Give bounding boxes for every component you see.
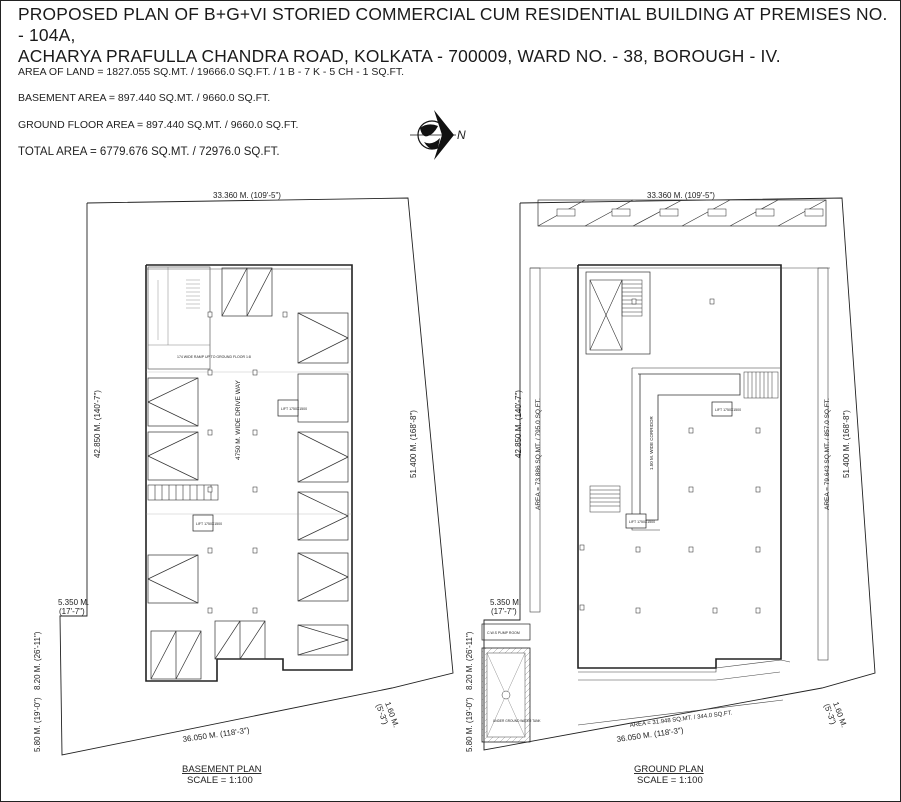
ground-dim-left: 42.850 M. (140'-7")	[514, 390, 523, 458]
basement-dim-left: 42.850 M. (140'-7")	[93, 390, 102, 458]
ground-shop-strip	[537, 199, 827, 227]
ground-corridor-label: 1.50 M. WIDE CORRIDOR	[649, 415, 654, 470]
ground-dim-step-2: (17'-7")	[491, 607, 517, 616]
basement-dim-right: 51.400 M. (168'-8")	[409, 410, 418, 478]
ground-plan-caption: GROUND PLAN	[634, 764, 704, 775]
ground-building-outline	[577, 264, 782, 669]
ground-area-right: AREA = 79.643 SQ.MT. / 857.0 SQ.FT.	[824, 398, 831, 510]
ground-dim-bottom: 36.050 M. (118'-3")	[616, 726, 684, 744]
ground-tank-label: UNDER GROUND WATER TANK	[493, 719, 541, 723]
north-letter: N	[457, 128, 466, 142]
basement-dim-step-2: (17'-7")	[59, 607, 85, 616]
ground-dim-left-lower: 8.20 M. (26'-11")	[465, 631, 474, 690]
ground-lift-2	[625, 513, 647, 529]
ground-left-strip	[529, 267, 541, 613]
ground-bottom-area	[577, 699, 784, 726]
ground-lift-shaft	[589, 279, 623, 351]
basement-building-outline	[145, 264, 353, 682]
ground-lift-2-label: LIFT 1750X1500	[629, 520, 655, 524]
ground-lift-1-label: LIFT 1750X1500	[715, 408, 741, 412]
area-of-land: AREA OF LAND = 1827.055 SQ.MT. / 19666.0…	[18, 66, 405, 78]
ground-plan: 1.50 M. WIDE CORRIDOR LIFT 1750X1500 LIF…	[465, 191, 876, 786]
ground-dim-step-1: 5.350 M.	[490, 598, 521, 607]
basement-lift-2	[192, 514, 214, 532]
ground-area-left: AREA = 73.886 SQ.MT. / 795.0 SQ.FT.	[535, 398, 542, 510]
ground-stair-2	[743, 371, 779, 399]
basement-parking-left	[147, 377, 199, 604]
ground-dim-top: 33.360 M. (109'-5")	[647, 191, 715, 200]
ground-plot-boundary	[483, 197, 876, 751]
title-line-1: PROPOSED PLAN OF B+G+VI STORIED COMMERCI…	[18, 4, 888, 45]
basement-plan: 174 WIDE RAMP UP TO GROUND FLOOR 1:8	[33, 191, 454, 786]
ground-right-strip	[817, 267, 829, 661]
basement-columns	[207, 311, 288, 614]
ground-columns	[579, 298, 761, 614]
ground-stair-3	[589, 485, 621, 513]
basement-plot-boundary	[59, 197, 454, 756]
ground-dim-left-bottom: 5.80 M. (19'-0")	[465, 697, 474, 752]
ground-stair-1	[621, 279, 643, 317]
basement-lift-1	[277, 399, 299, 417]
basement-dim-left-bottom: 5.80 M. (19'-0")	[33, 697, 42, 752]
basement-drive-way-label: 4750 M. WIDE DRIVE WAY	[235, 380, 242, 460]
basement-area: BASEMENT AREA = 897.440 SQ.MT. / 9660.0 …	[18, 92, 271, 104]
drawing-title: PROPOSED PLAN OF B+G+VI STORIED COMMERCI…	[18, 4, 888, 67]
basement-dim-step-1: 5.350 M.	[58, 598, 89, 607]
basement-lift-1-label: LIFT 1750X1500	[281, 407, 307, 411]
basement-dim-left-lower: 8.20 M. (26'-11")	[33, 631, 42, 690]
ground-plan-scale: SCALE = 1:100	[637, 775, 703, 786]
ground-floor-area: GROUND FLOOR AREA = 897.440 SQ.MT. / 966…	[18, 119, 299, 131]
basement-dim-top: 33.360 M. (109'-5")	[213, 191, 281, 200]
basement-ramp-note: 174 WIDE RAMP UP TO GROUND FLOOR 1:8	[177, 355, 251, 359]
basement-parking-right	[297, 312, 349, 656]
basement-stair	[147, 484, 219, 501]
total-area: TOTAL AREA = 6779.676 SQ.MT. / 72976.0 S…	[18, 146, 280, 158]
basement-plan-scale: SCALE = 1:100	[187, 775, 253, 786]
basement-parking-top	[221, 267, 273, 317]
ground-dim-right: 51.400 M. (168'-8")	[842, 410, 851, 478]
basement-parking-bottom	[150, 620, 266, 680]
basement-lift-2-label: LIFT 1750X1500	[196, 522, 222, 526]
title-line-2: ACHARYA PRAFULLA CHANDRA ROAD, KOLKATA -…	[18, 46, 781, 66]
ground-cws-room	[481, 623, 531, 641]
basement-plan-caption: BASEMENT PLAN	[182, 764, 262, 775]
basement-ramp	[147, 266, 211, 370]
ground-lift-1	[711, 401, 733, 417]
north-arrow-globe-icon: N	[410, 110, 466, 160]
ground-water-tank: UNDER GROUND WATER TANK	[481, 647, 541, 743]
ground-cws-room-label: C.W.S PUMP ROOM	[487, 631, 520, 635]
